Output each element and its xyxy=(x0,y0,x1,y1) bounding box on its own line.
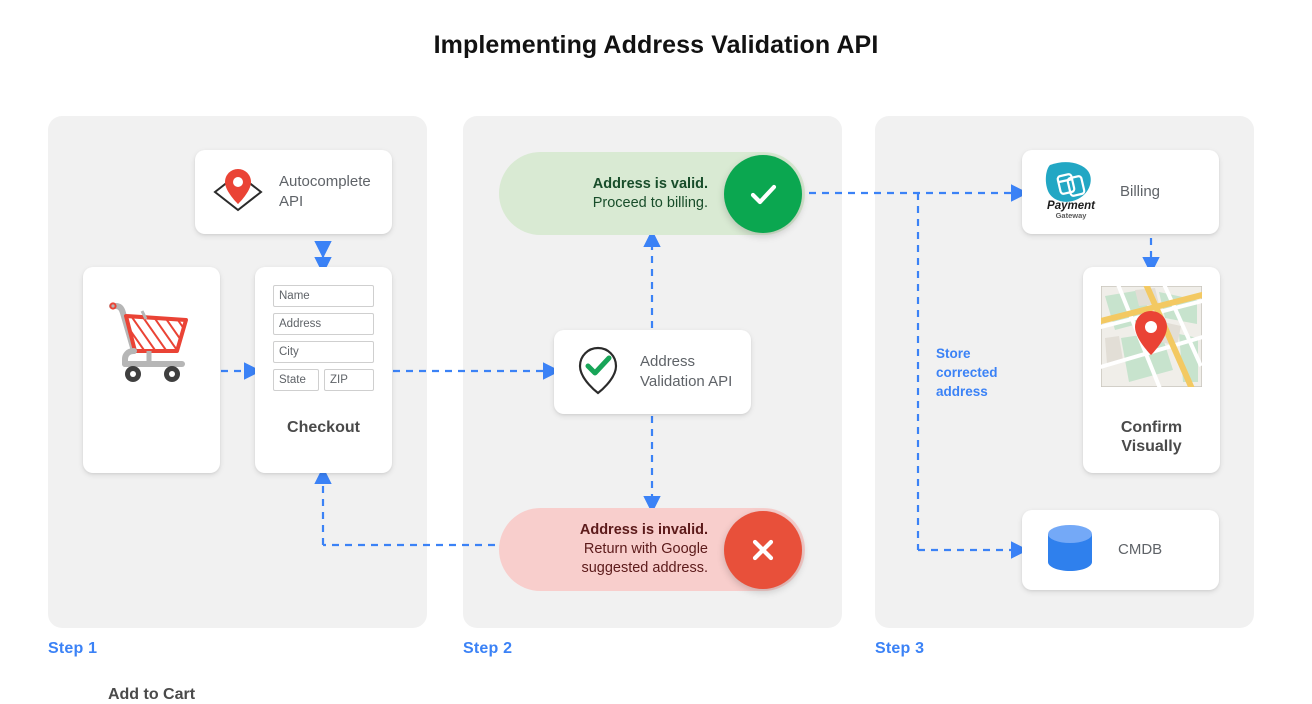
payment-logo-word1: Payment xyxy=(1047,200,1096,212)
address-valid-subtext: Proceed to billing. xyxy=(592,194,708,211)
checkout-label: Checkout xyxy=(287,419,360,436)
address-invalid-headline: Address is invalid. xyxy=(579,522,708,538)
cmdb-card[interactable]: CMDB xyxy=(1022,510,1219,590)
address-valid-text: Address is valid. Proceed to billing. xyxy=(499,175,724,213)
check-icon xyxy=(724,154,802,233)
address-invalid-pill: Address is invalid. Return with Google s… xyxy=(499,508,805,591)
address-valid-pill: Address is valid. Proceed to billing. xyxy=(499,152,805,235)
address-invalid-subtext-line1: Return with Google xyxy=(583,541,708,557)
autocomplete-api-card[interactable]: Autocomplete API xyxy=(195,150,392,234)
address-invalid-text: Address is invalid. Return with Google s… xyxy=(499,521,724,578)
autocomplete-api-label: Autocomplete API xyxy=(279,173,371,210)
step-2-label: Step 2 xyxy=(463,640,513,657)
address-validation-api-label: Address Validation API xyxy=(640,353,733,390)
zip-field[interactable]: ZIP xyxy=(324,369,374,391)
pin-check-icon xyxy=(570,342,626,403)
billing-card[interactable]: Payment Gateway Billing xyxy=(1022,150,1219,234)
cmdb-label: CMDB xyxy=(1118,541,1163,558)
confirm-visually-label: Confirm Visually xyxy=(1120,419,1183,455)
billing-label: Billing xyxy=(1120,183,1161,200)
payment-gateway-logo: Payment Gateway xyxy=(1036,157,1106,228)
city-field[interactable]: City xyxy=(273,341,374,363)
map-thumbnail-icon xyxy=(1096,280,1207,393)
map-pin-diamond-icon xyxy=(209,161,267,224)
x-icon xyxy=(724,510,802,589)
database-cylinder-icon xyxy=(1044,523,1096,578)
checkout-form: Name Address City State ZIP xyxy=(273,285,374,397)
store-corrected-address-note: Store corrected address xyxy=(936,346,998,399)
checkout-card[interactable]: Name Address City State ZIP Checkout xyxy=(255,267,392,473)
step-1-label: Step 1 xyxy=(48,640,98,657)
state-field[interactable]: State xyxy=(273,369,319,391)
step-3-label: Step 3 xyxy=(875,640,925,657)
add-to-cart-label: Add to Cart xyxy=(107,686,196,703)
address-valid-headline: Address is valid. xyxy=(592,175,708,192)
shopping-cart-icon xyxy=(83,289,220,393)
address-invalid-subtext-line2: suggested address. xyxy=(581,560,708,576)
address-field[interactable]: Address xyxy=(273,313,374,335)
page-title: Implementing Address Validation API xyxy=(433,31,879,59)
address-validation-api-card[interactable]: Address Validation API xyxy=(554,330,751,414)
payment-logo-word2: Gateway xyxy=(1056,211,1088,220)
name-field[interactable]: Name xyxy=(273,285,374,307)
confirm-visually-card[interactable]: Confirm Visually xyxy=(1083,267,1220,473)
add-to-cart-card[interactable]: Add to Cart xyxy=(83,267,220,703)
